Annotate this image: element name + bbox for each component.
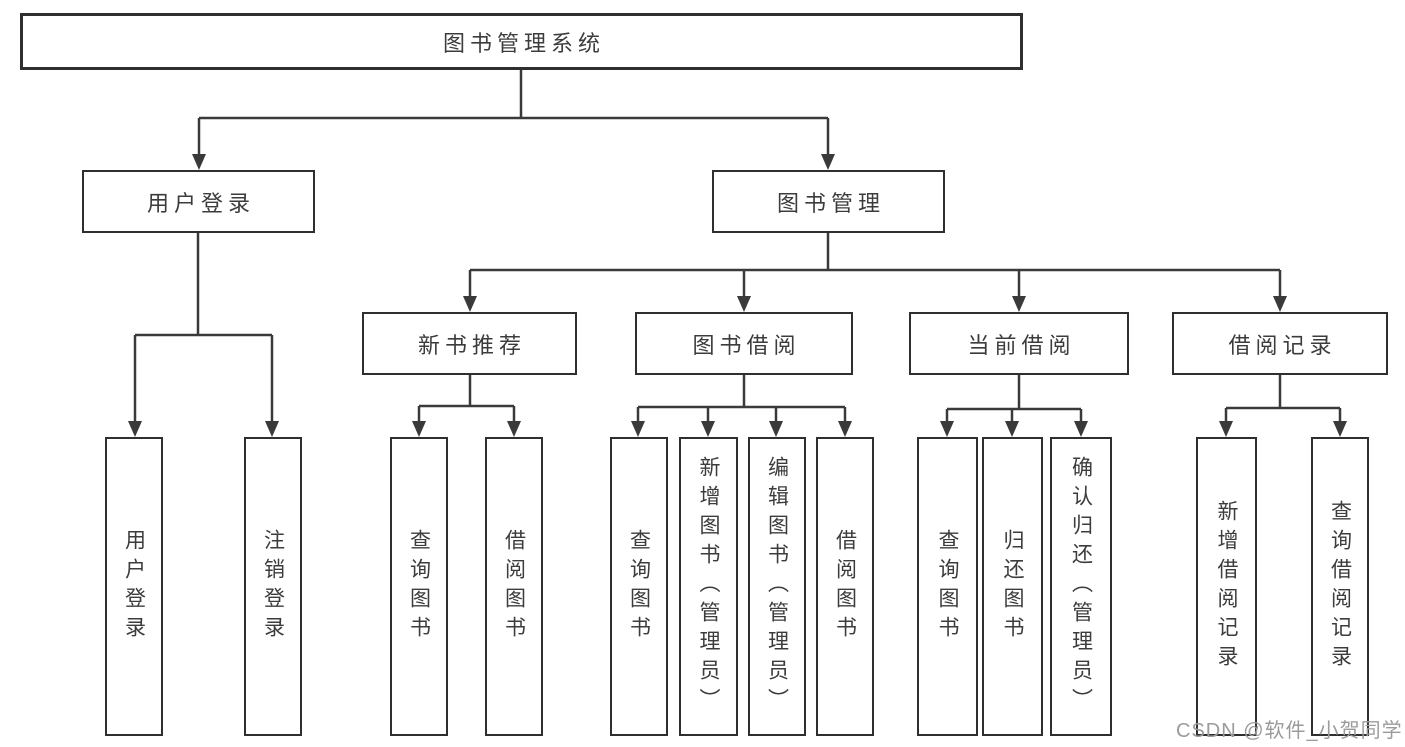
arrow-down-icon <box>192 154 206 170</box>
connector-book-management-children <box>463 233 1287 312</box>
connector-user-login-children <box>128 233 279 437</box>
arrow-down-icon <box>737 296 751 312</box>
leaf-current-return-books: 归还图书 <box>982 437 1043 736</box>
node-new-book-recommend: 新书推荐 <box>362 312 577 375</box>
leaf-borrow-add-books-admin: 新增图书（管理员） <box>679 437 738 736</box>
node-user-login: 用户登录 <box>82 170 315 233</box>
connector-root-to-level2 <box>192 70 835 170</box>
arrow-down-icon <box>940 421 954 437</box>
arrow-down-icon <box>128 421 142 437</box>
arrow-down-icon <box>769 421 783 437</box>
leaf-recommend-borrow-books: 借阅图书 <box>485 437 543 736</box>
leaf-records-add-record: 新增借阅记录 <box>1196 437 1257 736</box>
leaf-current-confirm-return-admin: 确认归还（管理员） <box>1050 437 1112 736</box>
leaf-records-query-record: 查询借阅记录 <box>1311 437 1369 736</box>
arrow-down-icon <box>838 421 852 437</box>
arrow-down-icon <box>1273 296 1287 312</box>
arrow-down-icon <box>1012 296 1026 312</box>
leaf-logout: 注销登录 <box>244 437 302 736</box>
arrow-down-icon <box>1005 421 1019 437</box>
arrow-down-icon <box>701 421 715 437</box>
arrow-down-icon <box>1074 421 1088 437</box>
leaf-borrow-borrow-books: 借阅图书 <box>816 437 874 736</box>
node-current-borrow: 当前借阅 <box>909 312 1129 375</box>
node-book-borrow: 图书借阅 <box>635 312 853 375</box>
node-book-management: 图书管理 <box>712 170 945 233</box>
connector-book-borrow-children <box>631 375 852 437</box>
arrow-down-icon <box>265 421 279 437</box>
arrow-down-icon <box>821 154 835 170</box>
connector-borrow-records-children <box>1219 375 1347 437</box>
arrow-down-icon <box>1219 421 1233 437</box>
connector-new-book-children <box>412 375 521 437</box>
node-library-management-system: 图书管理系统 <box>20 13 1023 70</box>
arrow-down-icon <box>412 421 426 437</box>
arrow-down-icon <box>507 421 521 437</box>
arrow-down-icon <box>1333 421 1347 437</box>
csdn-watermark: CSDN @软件_小贺同学 <box>1176 720 1403 742</box>
leaf-borrow-edit-books-admin: 编辑图书（管理员） <box>748 437 806 736</box>
arrow-down-icon <box>631 421 645 437</box>
leaf-recommend-query-books: 查询图书 <box>390 437 448 736</box>
connector-current-borrow-children <box>940 375 1088 437</box>
node-borrow-records: 借阅记录 <box>1172 312 1388 375</box>
leaf-current-query-books: 查询图书 <box>917 437 978 736</box>
arrow-down-icon <box>463 296 477 312</box>
leaf-borrow-query-books: 查询图书 <box>610 437 668 736</box>
leaf-user-login: 用户登录 <box>105 437 163 736</box>
